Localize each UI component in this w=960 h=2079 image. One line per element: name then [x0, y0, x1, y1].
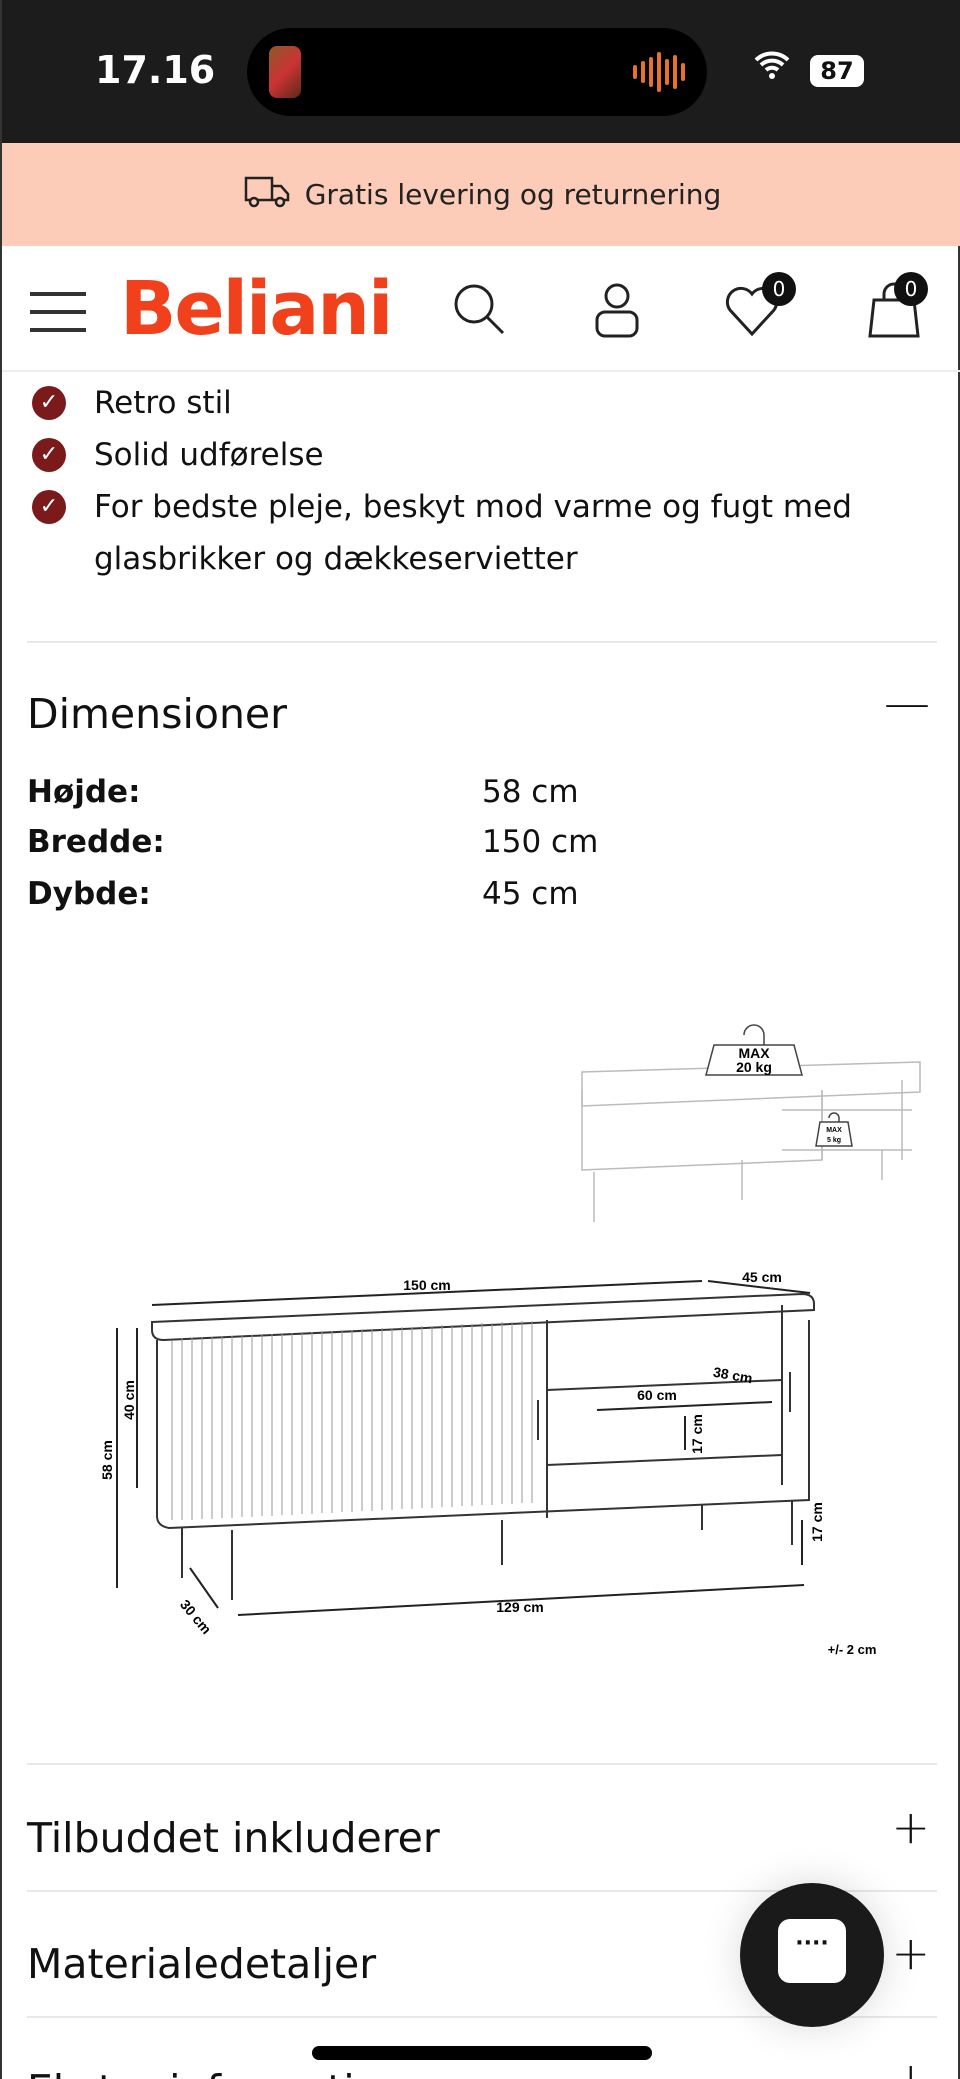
divider	[27, 1890, 937, 1892]
collapse-icon[interactable]: —	[884, 676, 930, 730]
dimension-row: Højde: 58 cm	[27, 774, 927, 810]
feature-item: ✓ For bedste pleje, beskyt mod varme og f…	[32, 481, 932, 585]
depth-label: 45 cm	[742, 1269, 782, 1285]
tolerance-label: +/- 2 cm	[828, 1642, 877, 1657]
dimension-label: Højde:	[27, 774, 141, 810]
divider	[27, 641, 937, 643]
leg-height-label: 17 cm	[809, 1502, 825, 1542]
delivery-banner[interactable]: Gratis levering og returnering	[2, 143, 960, 246]
divider	[27, 2016, 937, 2018]
check-icon: ✓	[32, 490, 66, 524]
check-icon: ✓	[32, 438, 66, 472]
dimension-diagram: MAX 20 kg MAX 5 kg 150 cm 45 cm 58 cm 40…	[102, 1024, 921, 1657]
search-icon[interactable]	[450, 280, 510, 340]
feature-item: ✓ Retro stil	[32, 377, 932, 429]
cabinet-height-label: 40 cm	[121, 1380, 137, 1420]
chat-icon: ····	[778, 1919, 846, 1983]
account-icon[interactable]	[587, 280, 647, 340]
audio-wave-icon	[633, 52, 685, 92]
max-top-label: MAX	[738, 1045, 770, 1061]
width-label: 150 cm	[403, 1277, 450, 1293]
flute-lines	[171, 1321, 533, 1520]
feature-text: Retro stil	[94, 385, 232, 421]
dynamic-island[interactable]	[247, 28, 707, 116]
battery-indicator: 87	[810, 55, 864, 87]
feature-text: Solid udførelse	[94, 437, 324, 473]
load-diagram	[581, 1024, 921, 1222]
max-top-weight: 20 kg	[736, 1059, 772, 1075]
shelf-height-label: 17 cm	[689, 1414, 705, 1454]
dimension-label: Dybde:	[27, 876, 151, 912]
check-icon: ✓	[32, 386, 66, 420]
expand-icon[interactable]: +	[891, 1926, 930, 1980]
logo[interactable]: Beliani	[120, 266, 393, 352]
max-shelf-weight: 5 kg	[827, 1137, 841, 1144]
divider	[27, 1763, 937, 1765]
expand-icon[interactable]: +	[891, 1800, 930, 1854]
hamburger-menu-icon[interactable]	[30, 292, 86, 346]
wifi-icon	[754, 50, 790, 88]
banner-text: Gratis levering og returnering	[304, 178, 722, 211]
accordion-ekstra-information[interactable]: Ekstra information	[27, 2066, 406, 2079]
dimension-label: Bredde:	[27, 824, 165, 860]
cart-icon[interactable]: 0	[864, 272, 928, 340]
leg-depth-label: 30 cm	[177, 1596, 215, 1637]
shelf-width-label: 60 cm	[637, 1387, 677, 1403]
dimension-row: Dybde: 45 cm	[27, 876, 927, 912]
home-indicator[interactable]	[312, 2046, 652, 2060]
dimension-row: Bredde: 150 cm	[27, 824, 927, 860]
dimension-arrows	[116, 1280, 811, 1616]
clock: 17.16	[95, 48, 216, 92]
truck-icon	[243, 174, 291, 215]
status-bar: 17.16 87	[2, 0, 960, 143]
dimension-value: 45 cm	[482, 876, 579, 912]
chat-button[interactable]: ····	[740, 1883, 884, 2027]
accordion-materialedetaljer[interactable]: Materialedetaljer	[27, 1940, 377, 1988]
accordion-tilbuddet[interactable]: Tilbuddet inkluderer	[27, 1814, 440, 1862]
album-art	[269, 46, 301, 98]
wishlist-count-badge: 0	[762, 272, 796, 306]
sideboard-drawing	[151, 1292, 815, 1600]
site-header: Beliani 0 0	[2, 246, 960, 372]
feature-item: ✓ Solid udførelse	[32, 429, 932, 481]
expand-icon[interactable]: +	[891, 2052, 930, 2079]
height-label: 58 cm	[102, 1440, 115, 1480]
wishlist-icon[interactable]: 0	[722, 272, 796, 340]
dimension-value: 58 cm	[482, 774, 579, 810]
dimensions-title[interactable]: Dimensioner	[27, 690, 288, 738]
dimension-value: 150 cm	[482, 824, 599, 860]
cart-count-badge: 0	[894, 272, 928, 306]
leg-span-label: 129 cm	[496, 1599, 543, 1615]
feature-text: For bedste pleje, beskyt mod varme og fu…	[94, 489, 852, 577]
shelf-depth-label: 38 cm	[712, 1364, 754, 1387]
max-shelf-label: MAX	[826, 1127, 842, 1134]
